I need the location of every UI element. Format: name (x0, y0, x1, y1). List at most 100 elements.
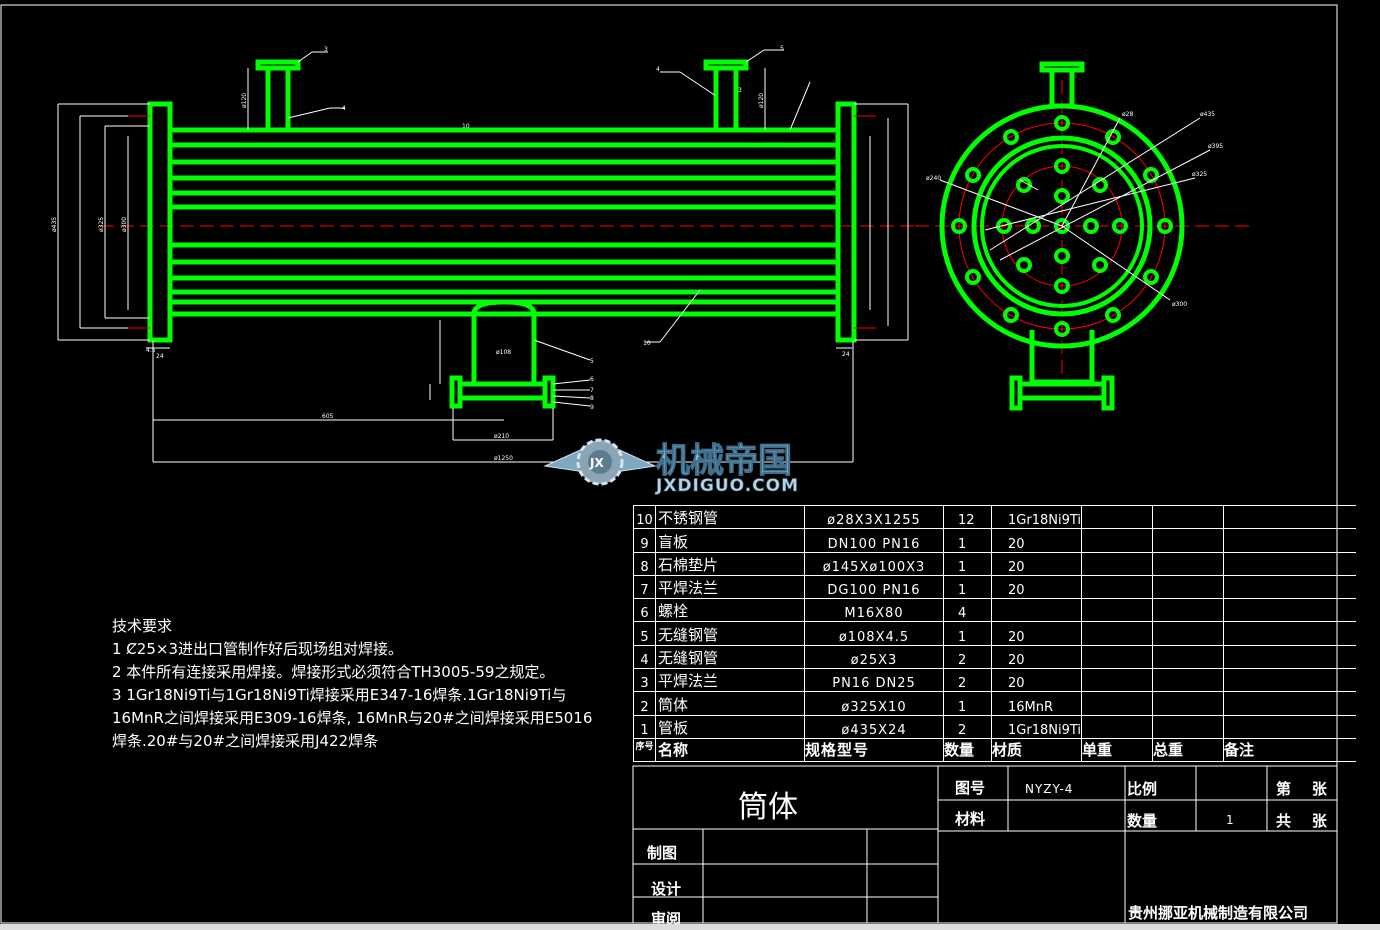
bom-name: 平焊法兰 (655, 574, 805, 600)
bom-unit-weight (1081, 551, 1153, 576)
bom-spec: ø145Xø100X3 (804, 551, 944, 576)
watermark-brand: 机械帝国 (656, 441, 792, 481)
notes-line: 1 Ȼ25×3进出口管制作好后现场组对焊接。 (112, 640, 403, 658)
bom-no: 4 (633, 644, 656, 670)
bom-remark (1223, 691, 1365, 716)
table-row: 7 平焊法兰 DG100 PN16 1 20 (633, 574, 1365, 600)
bom-spec: ø25X3 (804, 644, 944, 670)
bill-of-materials: 10 不锈钢管 ø28X3X1255 12 1Gr18Ni9Ti 9 盲板 DN… (633, 504, 1365, 763)
tube-bundle (170, 142, 838, 305)
drawn-label: 制图 (647, 844, 678, 862)
bom-no: 7 (633, 574, 656, 600)
bom-remark (1223, 668, 1365, 693)
callout-number: 10 (643, 340, 651, 347)
header-total-weight: 总重 (1152, 737, 1224, 763)
bom-material: 20 (991, 644, 1082, 670)
bom-name: 不锈钢管 (655, 504, 805, 530)
notes-title: 技术要求 (112, 617, 173, 635)
table-row: 10 不锈钢管 ø28X3X1255 12 1Gr18Ni9Ti (633, 504, 1365, 530)
bom-material: 20 (991, 574, 1082, 600)
notes-line: 2 本件所有连接采用焊接。焊接形式必须符合TH3005-59之规定。 (112, 663, 555, 681)
side-nozzle-bottom (1009, 330, 1115, 411)
dim-label: ø240 (926, 175, 941, 182)
dimension-labels: ø120 ø120 ø108 ø210 ø1250 605 10 24 24 4… (51, 93, 850, 462)
dim-label: ø325 (98, 217, 105, 232)
callout-number: 5 (590, 358, 594, 365)
dim-label: ø28 (1122, 111, 1133, 118)
table-row: 5 无缝钢管 ø108X4.5 1 20 (633, 621, 1365, 646)
bom-qty: 12 (943, 504, 992, 530)
bom-no: 10 (633, 504, 656, 530)
notes-line: 16MnR之间焊接采用E309-16焊条, 16MnR与20#之间焊接采用E50… (112, 709, 593, 727)
bom-no: 5 (633, 621, 656, 646)
dim-label: ø300 (1172, 301, 1187, 308)
bom-unit-weight (1081, 504, 1153, 530)
bom-total-weight (1152, 621, 1224, 646)
bom-unit-weight (1081, 644, 1153, 670)
notes-line: 焊条.20#与20#之间焊接采用J422焊条 (112, 732, 379, 750)
bom-unit-weight (1081, 621, 1153, 646)
bom-no: 1 (633, 714, 656, 739)
bom-qty: 4 (943, 598, 992, 623)
bom-name: 无缝钢管 (655, 644, 805, 670)
bom-name: 筒体 (655, 691, 805, 716)
quantity-label: 数量 (1127, 812, 1158, 830)
table-row: 4 无缝钢管 ø25X3 2 20 (633, 644, 1365, 670)
bom-spec: ø435X24 (804, 714, 944, 739)
bom-qty: 1 (943, 574, 992, 600)
bom-remark (1223, 551, 1365, 576)
tube-holes (996, 158, 1128, 294)
header-qty: 数量 (943, 737, 992, 763)
header-no: 序号 (633, 737, 656, 763)
callout-number: 8 (590, 395, 594, 402)
bom-no: 6 (633, 598, 656, 623)
bom-spec: DG100 PN16 (804, 574, 944, 600)
callout-number: 7 (590, 387, 594, 394)
table-row: 6 螺栓 M16X80 4 (633, 598, 1365, 623)
left-tube-sheet (147, 101, 173, 343)
bom-spec: ø108X4.5 (804, 621, 944, 646)
bom-qty: 1 (943, 528, 992, 553)
bom-total-weight (1152, 668, 1224, 693)
dim-label: ø120 (758, 93, 765, 108)
callout-number: 9 (590, 404, 594, 411)
dim-label: ø435 (51, 217, 58, 232)
dim-label: 605 (322, 413, 334, 420)
sheet-label: 第 张 (1276, 780, 1327, 798)
drawing-no: NYZY-4 (1025, 782, 1074, 796)
bom-qty: 1 (943, 691, 992, 716)
bom-no: 2 (633, 691, 656, 716)
gear-hub-icon (588, 450, 612, 474)
header-name: 名称 (655, 737, 805, 763)
bom-unit-weight (1081, 528, 1153, 553)
bom-name: 无缝钢管 (655, 621, 805, 646)
header-material: 材质 (991, 737, 1082, 763)
bom-qty: 2 (943, 644, 992, 670)
dim-label: 24 (156, 353, 164, 360)
front-view: ø120 ø120 ø108 ø210 ø1250 605 10 24 24 4… (51, 45, 915, 463)
table-row: 8 石棉垫片 ø145Xø100X3 1 20 (633, 551, 1365, 576)
bom-qty: 2 (943, 668, 992, 693)
bom-material: 20 (991, 668, 1082, 693)
horizontal-scrollbar[interactable] (0, 924, 1380, 930)
bom-unit-weight (1081, 668, 1153, 693)
notes-line: 3 1Gr18Ni9Ti与1Gr18Ni9Ti焊接采用E347-16焊条.1Gr… (112, 686, 567, 704)
bom-remark (1223, 714, 1365, 739)
total-sheets-label: 共 张 (1276, 812, 1327, 830)
bom-spec: DN100 PN16 (804, 528, 944, 553)
callout-number: 5 (780, 45, 784, 52)
bom-material (991, 598, 1082, 623)
bom-remark (1223, 528, 1365, 553)
bom-remark (1223, 574, 1365, 600)
title-block-lines (632, 765, 1338, 924)
right-tube-sheet (835, 101, 857, 343)
technical-notes: 技术要求 1 Ȼ25×3进出口管制作好后现场组对焊接。 2 本件所有连接采用焊接… (112, 615, 592, 753)
bolt-circle (958, 122, 1166, 330)
weld-marks (128, 115, 876, 329)
bom-material: 20 (991, 528, 1082, 553)
bom-spec: PN16 DN25 (804, 668, 944, 693)
bom-no: 9 (633, 528, 656, 553)
bom-unit-weight (1081, 598, 1153, 623)
dim-label: ø108 (496, 349, 511, 356)
